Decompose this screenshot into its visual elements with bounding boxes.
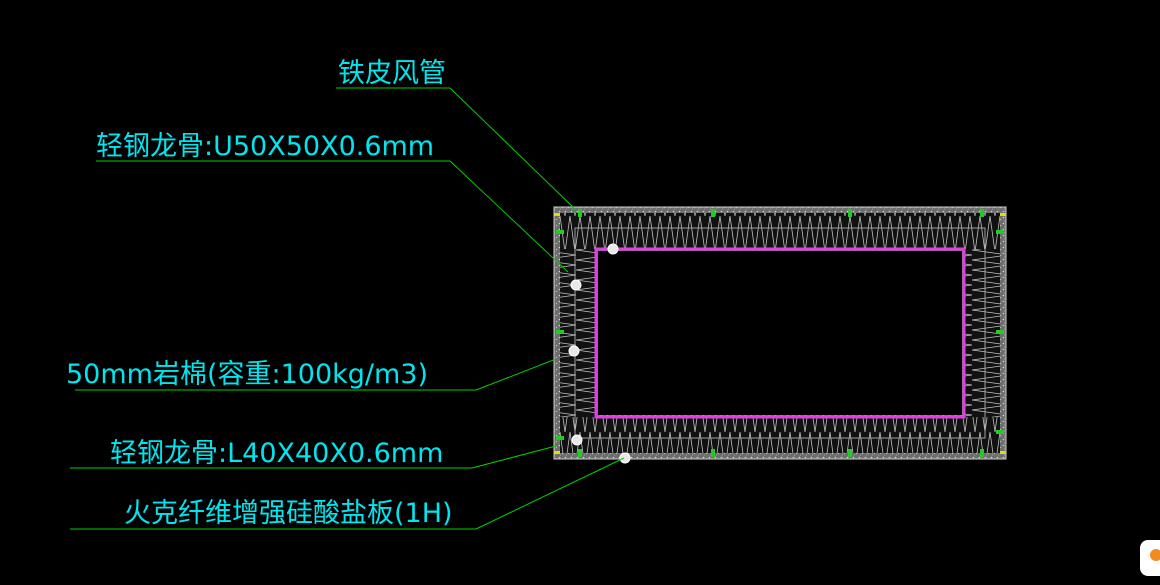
rock-wool-leader (475, 358, 557, 391)
l-stud-leader (471, 445, 557, 469)
clip-marker (980, 209, 984, 217)
rock-wool-layer (560, 213, 1000, 453)
wool-right-hatch (964, 249, 1000, 417)
fire-board-leader (475, 457, 625, 530)
stud-marker (607, 243, 619, 255)
clip-marker (711, 449, 715, 457)
wool-bottom-hatch (560, 417, 1000, 453)
corner-marker (1000, 451, 1006, 454)
label-u-stud: 轻钢龙骨:U50X50X0.6mm (96, 131, 434, 162)
iron-duct-outline (594, 247, 966, 419)
clip-marker (556, 330, 564, 334)
wool-top-hatch (560, 213, 1000, 249)
clip-marker (578, 449, 582, 457)
orange-logo-icon[interactable] (1140, 540, 1160, 576)
logo-mark (1150, 549, 1160, 561)
iron-duct-leader (449, 87, 577, 211)
leader-lines (70, 87, 625, 530)
corner-marker (554, 213, 560, 216)
clip-marker (980, 449, 984, 457)
clip-markers (556, 209, 1004, 457)
stud-marker (568, 345, 580, 357)
corner-markers (554, 213, 1006, 454)
clip-marker (848, 449, 852, 457)
stud-marker (619, 452, 631, 464)
clip-marker (996, 230, 1004, 234)
clip-marker (711, 209, 715, 217)
stud-markers (568, 243, 631, 464)
stud-marker (571, 434, 583, 446)
clip-marker (556, 436, 564, 440)
stud-marker (570, 279, 582, 291)
label-l-stud: 轻钢龙骨:L40X40X0.6mm (110, 438, 443, 469)
stud-frame-line (574, 227, 986, 439)
duct-interior (598, 251, 962, 415)
clip-marker (556, 230, 564, 234)
label-rock-wool: 50mm岩棉(容重:100kg/m3) (66, 359, 428, 390)
label-iron-duct: 铁皮风管 (338, 58, 446, 89)
corner-marker (1000, 213, 1006, 216)
wool-left-hatch (560, 249, 596, 417)
clip-marker (996, 430, 1004, 434)
clip-marker (996, 330, 1004, 334)
labels: 铁皮风管 轻钢龙骨:U50X50X0.6mm 50mm岩棉(容重:100kg/m… (66, 58, 453, 529)
clip-marker (848, 209, 852, 217)
u-stud-leader (449, 160, 569, 273)
corner-marker (554, 451, 560, 454)
clip-marker (578, 209, 582, 217)
label-fire-board: 火克纤维增强硅酸盐板(1H) (124, 498, 453, 529)
